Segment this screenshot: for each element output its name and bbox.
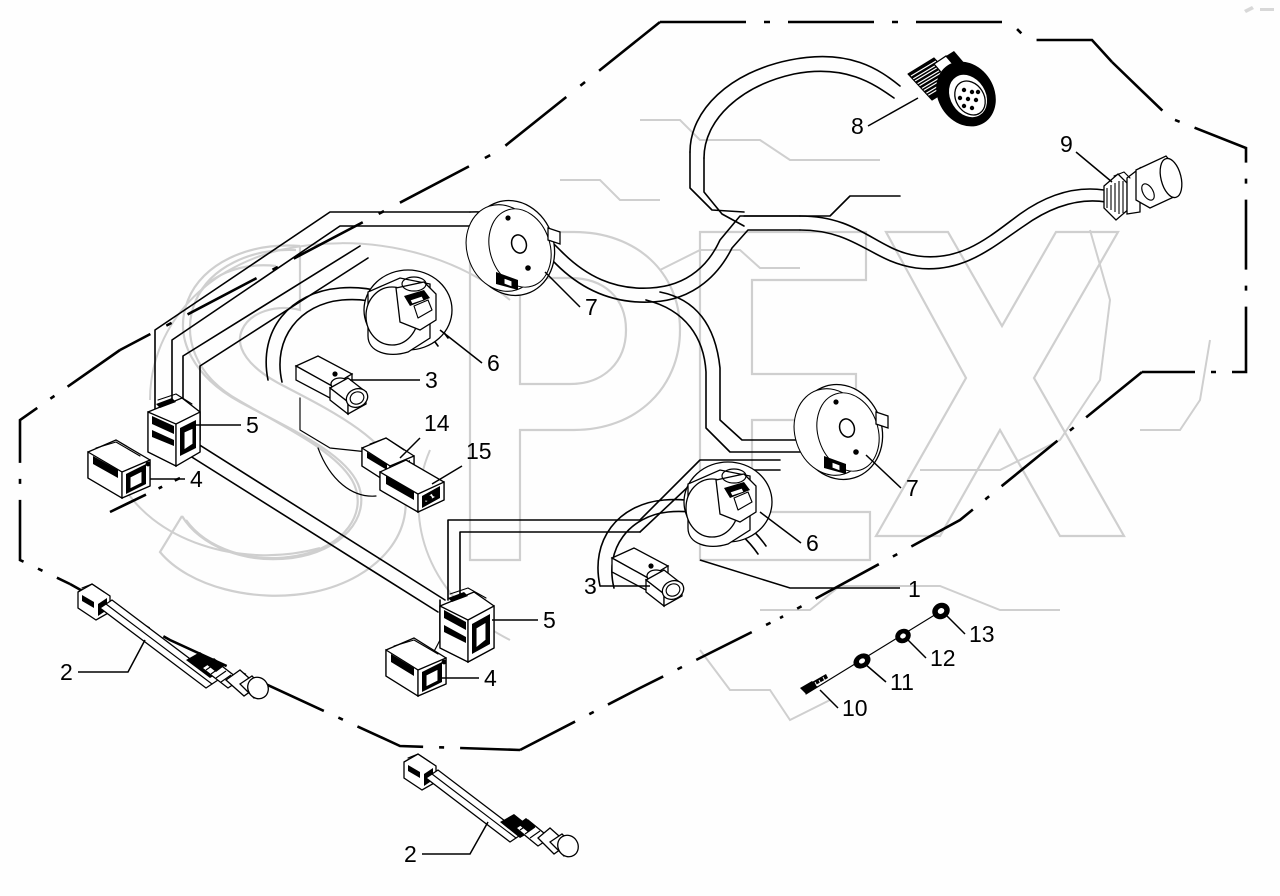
part-5b-plug-connector bbox=[439, 587, 495, 664]
callout-number-5a: 5 bbox=[246, 412, 259, 438]
callout-leader-6b bbox=[759, 511, 802, 544]
callout-number-7a: 7 bbox=[585, 294, 598, 320]
callout-number-3a: 3 bbox=[425, 367, 438, 393]
callout-leader-14 bbox=[399, 437, 421, 459]
part-5a-plug-connector bbox=[147, 393, 201, 468]
callout-leader-9 bbox=[1075, 151, 1113, 183]
callout-number-5b: 5 bbox=[543, 607, 556, 633]
part-4b-plug-connector bbox=[385, 637, 447, 698]
callout-leader-13 bbox=[943, 612, 966, 635]
callout-number-14: 14 bbox=[424, 410, 450, 436]
part-9-barrel-connector bbox=[1103, 155, 1183, 221]
part-7b-sensor-cover bbox=[793, 383, 889, 481]
callout-leader-15 bbox=[431, 465, 463, 485]
part-3b-inline-connector bbox=[610, 547, 685, 608]
part-15-two-pin-connector bbox=[379, 459, 445, 514]
callout-number-9: 9 bbox=[1060, 131, 1073, 157]
part-3a-inline-connector bbox=[294, 355, 369, 416]
callout-number-13: 13 bbox=[969, 621, 995, 647]
callout-number-6a: 6 bbox=[487, 350, 500, 376]
part-2a-sensor-cable bbox=[77, 583, 269, 700]
callout-number-4b: 4 bbox=[484, 665, 497, 691]
callout-leader-6a bbox=[439, 329, 483, 364]
callout-number-12: 12 bbox=[930, 645, 956, 671]
corner-mark-icon bbox=[1244, 6, 1274, 13]
callout-number-11: 11 bbox=[890, 669, 914, 695]
watermark-ghost-lines bbox=[119, 119, 1211, 722]
callout-number-2a: 2 bbox=[60, 659, 73, 685]
callout-number-15: 15 bbox=[466, 438, 492, 464]
callout-number-6b: 6 bbox=[806, 530, 819, 556]
callout-leader-7a bbox=[544, 271, 581, 308]
callout-number-2b: 2 bbox=[404, 841, 417, 867]
part-6a-sensor-body bbox=[363, 269, 453, 355]
callout-leader-7b bbox=[865, 454, 902, 489]
part-6b-sensor-body bbox=[683, 461, 773, 547]
part-2b-sensor-cable bbox=[403, 753, 579, 858]
callout-leader-10 bbox=[819, 689, 839, 709]
callout-number-7b: 7 bbox=[906, 475, 919, 501]
part-7a-sensor-cover bbox=[465, 199, 561, 297]
part-4a-plug-connector bbox=[87, 439, 151, 500]
part-10-bolt bbox=[800, 674, 828, 694]
callout-leader-8 bbox=[867, 97, 919, 127]
watermark-spex bbox=[158, 230, 1126, 597]
callout-leader-2b bbox=[422, 821, 489, 855]
callout-leader-12 bbox=[905, 637, 927, 659]
callout-number-3b: 3 bbox=[584, 573, 597, 599]
callout-leader-11 bbox=[864, 663, 887, 683]
callout-leader-2a bbox=[78, 639, 146, 673]
callout-number-1: 1 bbox=[908, 576, 921, 602]
callout-number-4a: 4 bbox=[190, 466, 203, 492]
callout-number-8: 8 bbox=[851, 113, 864, 139]
part-8-bayonet-connector bbox=[907, 51, 996, 127]
callout-leader-1 bbox=[699, 559, 900, 589]
callout-number-10: 10 bbox=[842, 695, 868, 721]
